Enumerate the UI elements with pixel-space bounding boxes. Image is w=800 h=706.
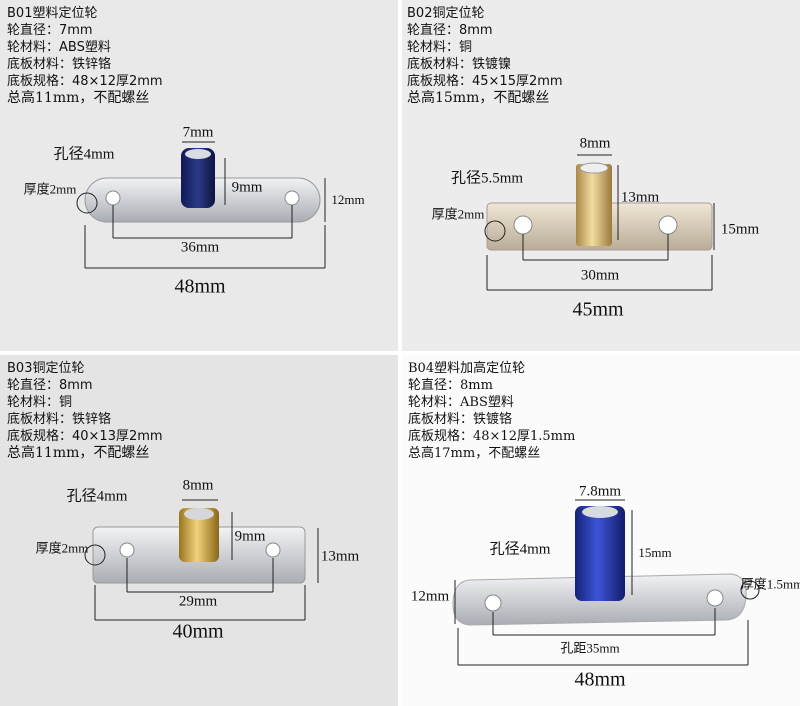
spec-note: 总高11mm，不配螺丝 [7,90,150,106]
dim-hole-spacing: 36mm [180,239,220,256]
spec-note: 总高11mm，不配螺丝 [7,445,150,461]
spec-line: 底板材料：铁锌铬 [7,57,112,72]
dim-hole-spacing: 孔距35mm [560,640,620,656]
b03-part [84,499,319,621]
dim-length: 45mm [572,298,624,321]
spec-line: 轮材料：铜 [407,40,473,55]
spec-line: 底板材料：铁锌铬 [7,412,112,427]
dim-wheel-height: 9mm [234,528,266,545]
dim-thickness: 厚度2mm [35,540,89,556]
dim-hole: 孔径4mm [66,488,128,505]
dim-length: 48mm [174,275,226,298]
dim-wheel-height: 13mm [620,189,660,206]
b01-specs: B01塑料定位轮 轮直径：7mm 轮材料：ABS塑料 底板材料：铁锌铬 底板规格… [7,5,163,107]
dim-hole-spacing: 29mm [178,593,218,610]
dim-wheel-diameter: 8mm [182,477,214,494]
dim-hole: 孔径4mm [489,541,551,558]
b04-specs: B04塑料加高定位轮 轮直径：8mm 轮材料：ABS塑料 底板材料：铁镀铬 底板… [408,360,575,462]
spec-line: 轮材料：铜 [7,395,73,410]
b04-part [452,499,760,666]
spec-line: 轮直径：7mm [7,23,93,38]
spec-line: 底板材料：铁镀铬 [408,412,513,427]
dim-thickness: 厚度2mm [23,181,77,197]
spec-line: 轮材料：ABS塑料 [408,395,514,410]
dim-wheel-height: 15mm [638,545,672,560]
dim-plate-width: 12mm [331,192,365,207]
spec-line: 底板规格：48×12厚1.5mm [408,429,576,444]
dim-thickness: 厚度2mm [431,206,485,222]
dim-wheel-diameter: 7.8mm [578,483,622,500]
b04-title: B04塑料加高定位轮 [408,361,526,376]
b02-part [484,154,715,291]
b02-title: B02铜定位轮 [407,6,485,21]
dim-wheel-diameter: 7mm [182,124,214,141]
spec-line: 底板规格：45×15厚2mm [407,74,563,89]
spec-line: 轮直径：8mm [7,378,93,393]
b01-title: B01塑料定位轮 [7,6,98,21]
spec-line: 底板规格：48×12厚2mm [7,74,163,89]
spec-line: 轮直径：8mm [407,23,493,38]
dim-plate-width: 12mm [410,588,450,605]
spec-line: 底板规格：40×13厚2mm [7,429,163,444]
spec-line: 轮材料：ABS塑料 [7,40,111,55]
spec-note: 总高17mm，不配螺丝 [408,446,541,461]
b03-specs: B03铜定位轮 轮直径：8mm 轮材料：铜 底板材料：铁锌铬 底板规格：40×1… [7,360,163,462]
dim-hole: 孔径5.5mm [450,170,524,187]
spec-line: 轮直径：8mm [408,378,493,393]
dim-wheel-diameter: 8mm [579,135,611,152]
dim-plate-width: 15mm [720,221,760,238]
dim-thickness: 厚度1.5mm [740,576,800,592]
dim-hole-spacing: 30mm [580,267,620,284]
dim-wheel-height: 9mm [231,179,263,196]
dim-length: 48mm [574,668,626,691]
b01-part [76,141,326,269]
b03-title: B03铜定位轮 [7,361,85,376]
dim-length: 40mm [172,620,224,643]
dim-hole: 孔径4mm [53,146,115,163]
spec-note: 总高15mm，不配螺丝 [407,90,550,106]
b02-specs: B02铜定位轮 轮直径：8mm 轮材料：铜 底板材料：铁镀镍 底板规格：45×1… [407,5,563,107]
dim-plate-width: 13mm [320,548,360,565]
spec-line: 底板材料：铁镀镍 [407,57,512,72]
